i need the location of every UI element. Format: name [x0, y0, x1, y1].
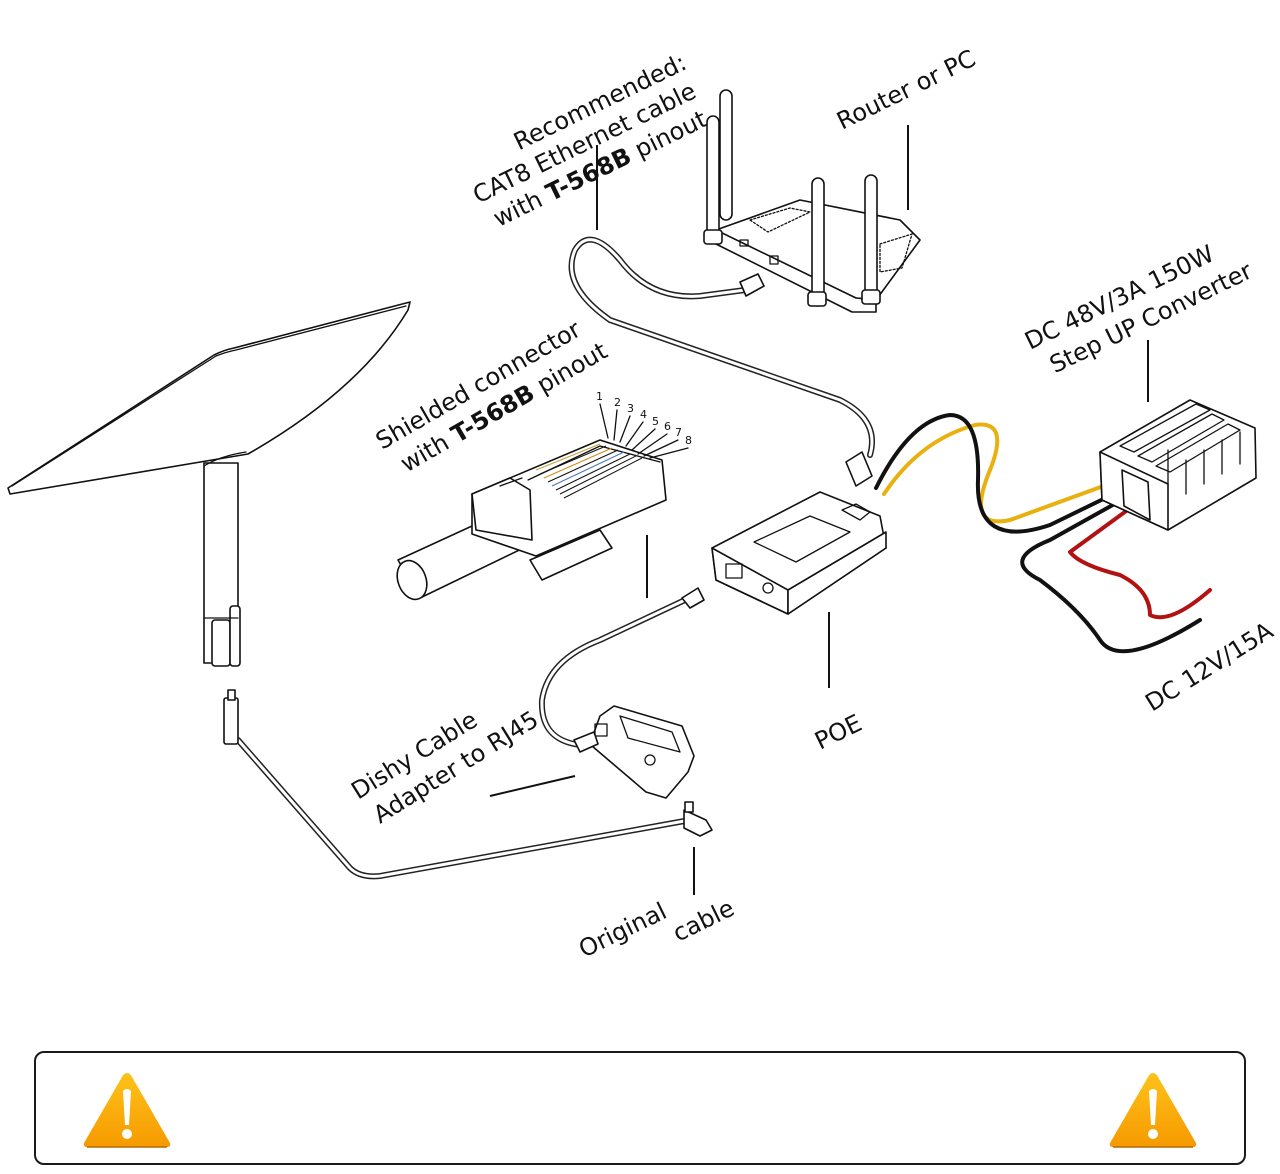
wire-red-12v	[1068, 496, 1212, 620]
pin-label-4: 4	[640, 408, 647, 421]
leader-dishy-adapter	[489, 775, 576, 797]
router-antenna	[703, 89, 881, 307]
router	[703, 89, 921, 313]
pin-label-5: 5	[652, 415, 659, 428]
rj45-plug-router-side	[739, 273, 765, 297]
rj45-plug-adapter-side	[573, 731, 599, 753]
adapter-to-poe-cable	[538, 587, 705, 753]
rj45-plug-poe-input	[845, 451, 873, 487]
svg-text:DC 12V/15A: DC 12V/15A	[1140, 616, 1278, 717]
pin-label-3: 3	[627, 402, 634, 415]
rj45-plug-poe-side	[681, 587, 705, 609]
rj45-contacts	[535, 443, 643, 499]
satellite-dish	[7, 301, 411, 667]
wire-black-48v	[874, 413, 1132, 534]
heatsink-fins	[1119, 403, 1241, 495]
label-original-cable: Original	[574, 897, 671, 963]
warning-banner	[34, 1051, 1246, 1165]
pin-label-8: 8	[685, 434, 692, 447]
warning-triangle-icon	[83, 1073, 171, 1148]
dishy-cable-adapter	[591, 705, 695, 799]
label-original: Original	[574, 897, 671, 963]
pin-numbers: 1 2 3 4 5 6 7 8	[596, 390, 692, 459]
wire-black-12v	[1020, 490, 1202, 654]
pin-label-7: 7	[675, 426, 682, 439]
adapter-cable-plug	[683, 809, 713, 837]
label-router: Router or PC	[832, 44, 980, 135]
label-converter: DC 48V/3A 150W Step UP Converter	[1020, 240, 1256, 379]
label-cable: cable	[668, 894, 738, 947]
svg-text:Router or PC: Router or PC	[832, 44, 980, 135]
rj45-latch	[529, 529, 613, 581]
label-poe: POE	[810, 709, 866, 755]
pin-label-2: 2	[614, 396, 621, 409]
dish-cable-plug	[223, 697, 239, 745]
cat8-ethernet-cable	[568, 236, 875, 487]
label-dishy-adapter: Dishy Cable Adapter to RJ45	[346, 705, 543, 829]
poe-injector	[711, 491, 887, 615]
step-up-converter	[1099, 399, 1257, 531]
shielded-rj45-connector: 1 2 3 4 5 6 7 8	[396, 390, 692, 601]
svg-text:POE: POE	[810, 709, 866, 755]
pin-label-1: 1	[596, 390, 603, 403]
label-recommended-cable: Recommended: CAT8 Ethernet cable with T-…	[468, 48, 718, 232]
svg-text:cable: cable	[668, 894, 738, 947]
poe-rj45-port	[725, 563, 743, 579]
label-power-input: DC 12V/15A	[1140, 616, 1278, 717]
original-cable	[223, 689, 713, 880]
dc-wires	[874, 413, 1212, 654]
pin-label-6: 6	[664, 420, 671, 433]
warning-triangle-icon	[1109, 1073, 1197, 1148]
